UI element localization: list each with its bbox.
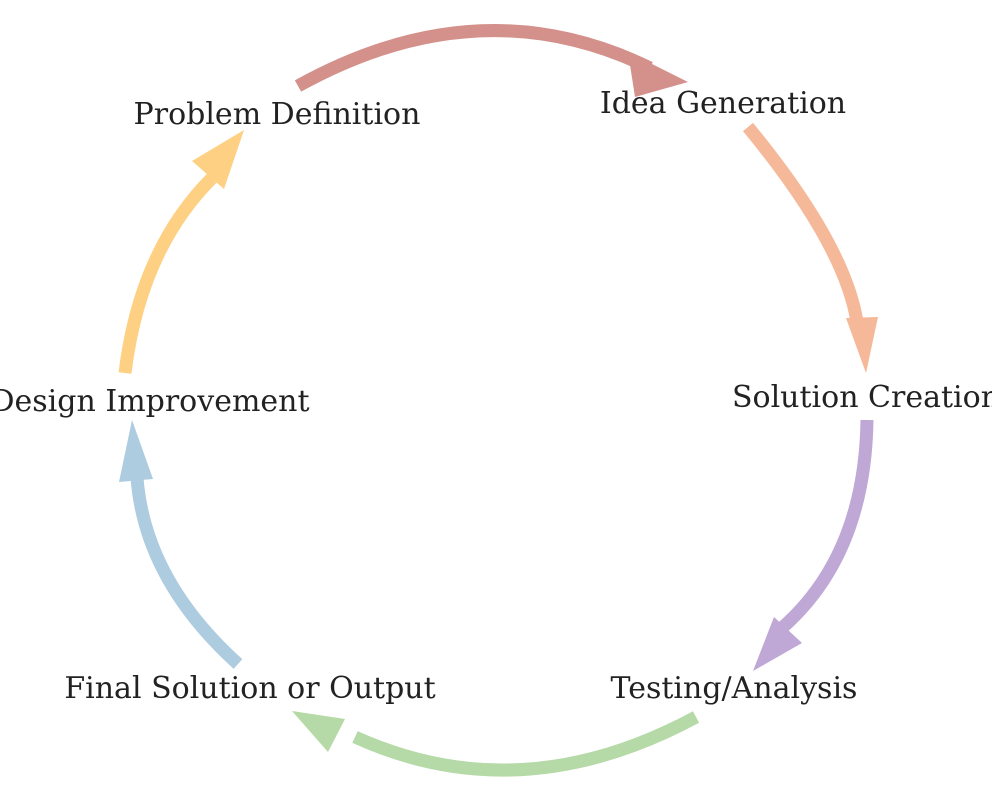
arrow-idea-to-solution-body <box>742 122 864 324</box>
arrow-idea-to-solution-head <box>846 317 878 373</box>
arrow-idea-to-solution <box>742 122 878 373</box>
stage-label-testing-analysis: Testing/Analysis <box>611 671 858 706</box>
stage-label-problem-definition: Problem Definition <box>134 97 421 132</box>
stage-label-design-improvement: Design Improvement <box>0 384 310 419</box>
arrow-testing-to-final-head <box>292 711 345 752</box>
arrow-solution-to-testing-body <box>777 419 874 633</box>
cycle-arrows <box>118 24 878 777</box>
arrow-solution-to-testing-head <box>753 617 802 671</box>
arrow-problem-to-idea-head <box>628 52 688 97</box>
arrow-final-to-improvement-body <box>130 477 243 669</box>
arrow-testing-to-final <box>292 711 700 777</box>
arrow-improvement-to-problem <box>118 130 244 374</box>
stage-label-final-solution: Final Solution or Output <box>64 671 435 706</box>
arrow-final-to-improvement <box>119 420 243 669</box>
arrow-final-to-improvement-head <box>119 420 153 482</box>
arrow-improvement-to-problem-body <box>118 173 217 374</box>
arrow-solution-to-testing <box>753 419 874 671</box>
stage-label-solution-creation: Solution Creation <box>732 380 992 415</box>
arrow-problem-to-idea-body <box>294 24 653 92</box>
arrow-improvement-to-problem-head <box>192 130 244 189</box>
arrow-testing-to-final-body <box>352 711 700 777</box>
arrow-problem-to-idea <box>294 24 688 97</box>
